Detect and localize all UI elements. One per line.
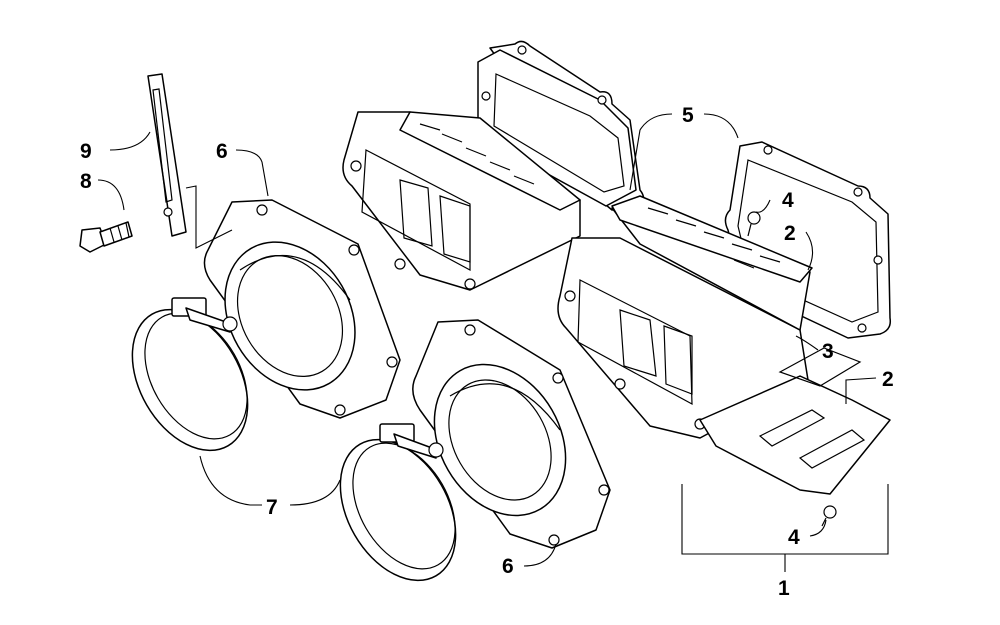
retainer-plate xyxy=(147,73,187,237)
screw-upper xyxy=(747,211,761,237)
leader-lines xyxy=(97,113,889,572)
intake-flange-rear xyxy=(203,199,401,419)
callout-3: 3 xyxy=(822,340,834,363)
flange-bolt xyxy=(79,221,133,253)
reed-stopper-plate-lower xyxy=(699,347,891,495)
callout-2-lower: 2 xyxy=(882,368,894,391)
reed-valve-block-rear xyxy=(342,111,581,291)
callout-labels: 9 8 6 7 6 5 4 2 3 2 4 1 xyxy=(80,104,894,600)
callout-8: 8 xyxy=(80,170,92,193)
hose-clamp-rear xyxy=(131,297,249,452)
hose-clamp-front xyxy=(339,423,457,582)
callout-7: 7 xyxy=(266,496,278,519)
callout-2-upper: 2 xyxy=(784,222,796,245)
callout-4-upper: 4 xyxy=(782,189,794,212)
screw-lower xyxy=(821,505,837,527)
callout-6-front: 6 xyxy=(502,555,514,578)
callout-4-lower: 4 xyxy=(788,526,800,549)
reed-stopper-plate-upper xyxy=(611,195,813,283)
callout-5: 5 xyxy=(682,104,694,127)
callout-9: 9 xyxy=(80,140,92,163)
intake-flange-front xyxy=(412,319,611,549)
callout-1: 1 xyxy=(778,577,790,600)
callout-6-rear: 6 xyxy=(216,140,228,163)
